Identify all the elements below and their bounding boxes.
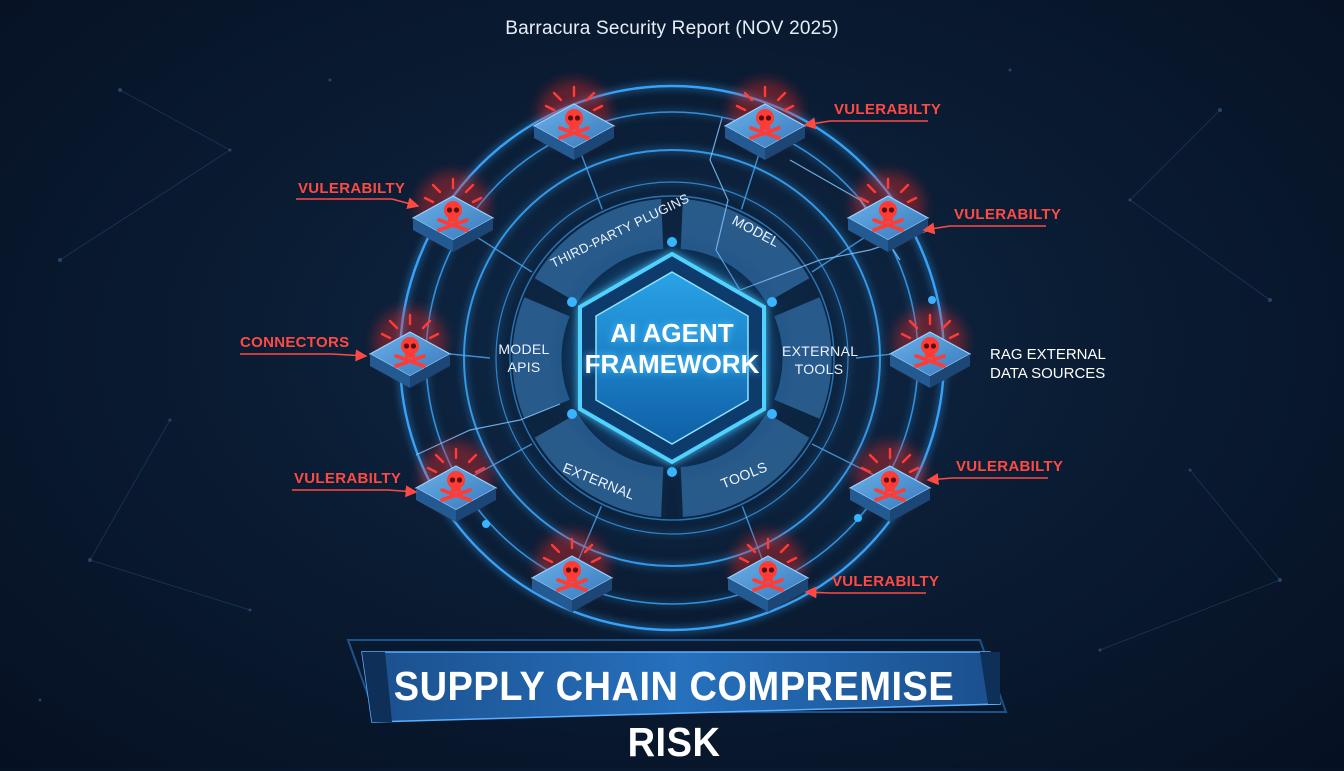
threat-node-lower-left xyxy=(416,442,496,522)
hub-title-line2: FRAMEWORK xyxy=(584,349,760,379)
threat-node-top-left xyxy=(534,80,614,160)
callout-rag-line2: DATA SOURCES xyxy=(990,365,1106,382)
callout-rag-line1: RAG EXTERNAL xyxy=(990,346,1106,363)
callout-rag-data-sources: RAG EXTERNAL DATA SOURCES xyxy=(990,345,1106,383)
segment-external-tools-line1: EXTERNAL xyxy=(782,343,859,359)
callout-vulnerability-bottom-right: VULERABILTY xyxy=(832,573,940,590)
callout-vulnerability-top-right: VULERABILTY xyxy=(834,101,942,118)
threat-node-lower-right xyxy=(850,442,930,522)
threat-node-mid-left xyxy=(370,308,450,388)
hub-title: AI AGENT FRAMEWORK xyxy=(572,318,772,380)
callout-vulnerability-left-lower: VULERABILTY xyxy=(294,470,402,487)
hub-title-line1: AI AGENT xyxy=(610,318,734,348)
callout-vulnerability-left-upper: VULERABILTY xyxy=(298,180,406,197)
banner-shape xyxy=(346,639,1008,723)
threat-node-top-right xyxy=(725,80,805,160)
segment-model-apis-line2: APIS xyxy=(507,359,541,375)
risk-banner-title: SUPPLY CHAIN COMPREMISE RISK xyxy=(393,664,955,766)
report-title: Barracura Security Report (NOV 2025) xyxy=(505,18,839,39)
callout-connectors: CONNECTORS xyxy=(240,334,350,351)
callout-vulnerability-right-lower: VULERABILTY xyxy=(956,458,1064,475)
threat-node-mid-right xyxy=(890,308,970,388)
segment-model-apis: MODEL APIS xyxy=(494,340,554,376)
junction-dots xyxy=(482,237,936,528)
threat-node-bottom-left xyxy=(532,532,612,612)
callout-pointers xyxy=(240,117,1048,599)
callout-vulnerability-right-upper: VULERABILTY xyxy=(954,206,1062,223)
segment-external-tools: EXTERNAL TOOLS xyxy=(782,342,859,378)
segment-external-tools-line2: TOOLS xyxy=(794,361,844,377)
segment-model-apis-line1: MODEL xyxy=(498,341,550,357)
